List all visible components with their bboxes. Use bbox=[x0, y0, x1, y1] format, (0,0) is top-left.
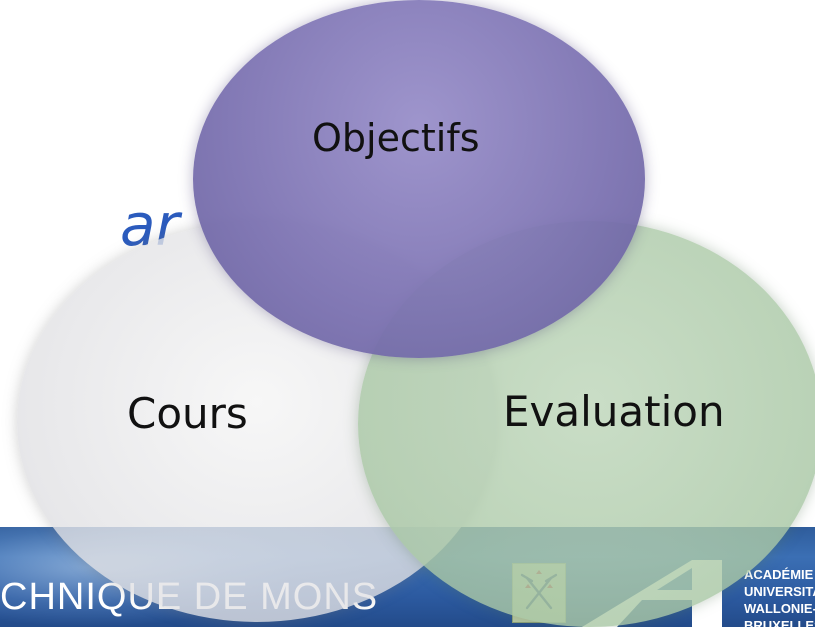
venn-label-evaluation: Evaluation bbox=[503, 387, 725, 436]
venn-circle-objectifs bbox=[193, 0, 645, 358]
academy-line: WALLONIE- bbox=[744, 601, 815, 616]
academy-text-block: ACADÉMIE UNIVERSITA WALLONIE- BRUXELLES bbox=[744, 566, 815, 627]
venn-label-cours: Cours bbox=[127, 389, 248, 438]
academy-line: ACADÉMIE bbox=[744, 567, 814, 582]
venn-label-objectifs: Objectifs bbox=[312, 116, 480, 160]
academy-line: BRUXELLES bbox=[744, 618, 815, 627]
academy-line: UNIVERSITA bbox=[744, 584, 815, 599]
